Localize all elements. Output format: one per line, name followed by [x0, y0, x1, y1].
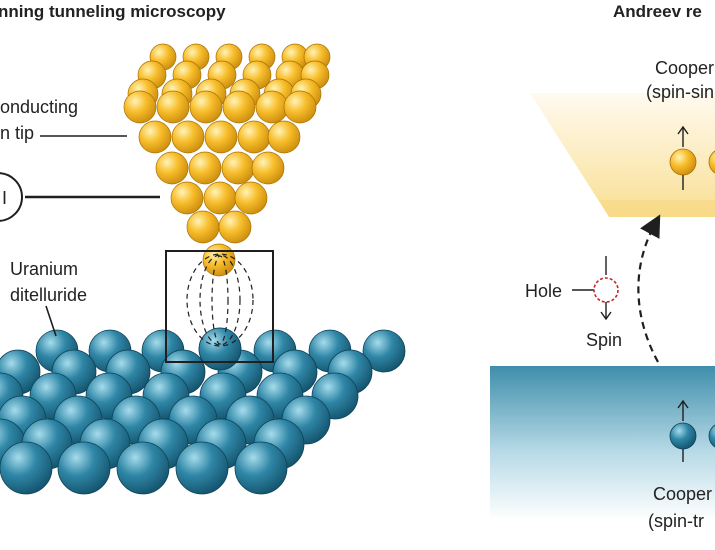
tip-atom — [204, 120, 238, 154]
bottom-cooper-label-line-1: Cooper — [653, 484, 712, 504]
tip-label-line-1: onducting — [0, 97, 78, 117]
tip-atom — [218, 210, 252, 244]
top-cooper-label-line-2: (spin-sin — [646, 82, 714, 102]
electron-icon — [669, 148, 697, 176]
tip-atom — [255, 90, 289, 124]
sample-label-line-2: ditelluride — [10, 285, 87, 305]
tip-atom — [283, 90, 317, 124]
tip-atom — [171, 120, 205, 154]
sample-apex-atom — [198, 327, 242, 371]
andreev-reflection-path — [637, 214, 661, 363]
sample-atom — [0, 441, 53, 495]
sample-atom — [234, 441, 288, 495]
tip-atom — [138, 120, 172, 154]
electron-icon — [708, 150, 715, 174]
stm-panel-title: nning tunneling microscopy — [0, 2, 226, 21]
tip-atom — [123, 90, 157, 124]
tip-atoms — [123, 43, 331, 277]
tip-atom — [237, 120, 271, 154]
spin-down-arrow-icon — [600, 311, 612, 321]
tip-atom — [170, 181, 204, 215]
hole-icon — [593, 277, 619, 303]
tip-atom — [188, 151, 222, 185]
tip-superconductor-block-base — [599, 200, 715, 217]
tip-superconductor-block — [530, 93, 715, 217]
tip-atom — [189, 90, 223, 124]
tip-atom — [203, 181, 237, 215]
tip-atom — [221, 151, 255, 185]
current-meter-label: I — [2, 188, 7, 208]
tunneling-focus-box — [165, 250, 274, 363]
hole-label: Hole — [525, 281, 562, 301]
andreev-panel-title: Andreev re — [613, 2, 702, 21]
sample-atom — [362, 329, 406, 373]
bottom-cooper-pair — [669, 399, 715, 462]
tip-atom — [251, 151, 285, 185]
hole-group — [572, 256, 619, 321]
tip-atom — [222, 90, 256, 124]
bottom-cooper-label-line-2: (spin-tr — [648, 511, 704, 531]
tunneling-field-lines — [186, 253, 254, 347]
current-meter-icon — [0, 172, 23, 222]
tip-atom — [156, 90, 190, 124]
top-cooper-label-line-1: Cooper — [655, 58, 714, 78]
sample-atom — [57, 441, 111, 495]
tip-atom — [186, 210, 220, 244]
spin-label: Spin — [586, 330, 622, 350]
electron-icon — [669, 422, 697, 450]
tip-label-line-2: n tip — [0, 123, 34, 143]
sample-atom — [116, 441, 170, 495]
sample-leader-line — [45, 305, 57, 337]
sample-label-line-1: Uranium — [10, 259, 78, 279]
sample-atoms — [0, 327, 406, 495]
electron-icon — [708, 424, 715, 448]
tip-atom — [267, 120, 301, 154]
tip-apex-atom — [202, 243, 236, 277]
tip-atom — [155, 151, 189, 185]
tip-atom — [234, 181, 268, 215]
top-cooper-pair — [669, 125, 715, 190]
sample-atom — [175, 441, 229, 495]
